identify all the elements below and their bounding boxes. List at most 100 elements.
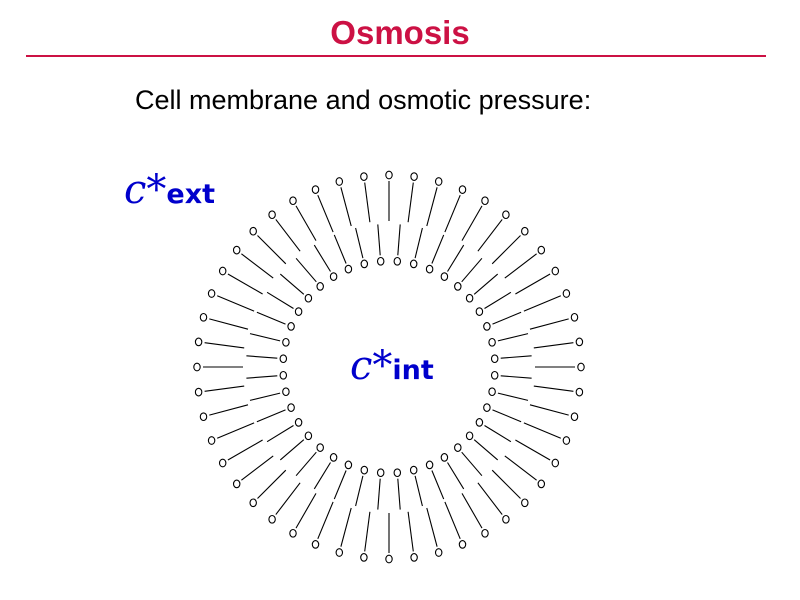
lipid-tail xyxy=(340,187,352,227)
lipid xyxy=(426,177,443,227)
lipid-tail xyxy=(431,234,445,264)
lipid-tail xyxy=(447,462,465,490)
lipid-head xyxy=(575,337,584,347)
lipid xyxy=(490,370,532,380)
lipid-tail xyxy=(529,404,569,416)
external-concentration-symbol: c* xyxy=(124,167,167,213)
lipid xyxy=(289,196,317,241)
lipid-tail xyxy=(426,507,438,547)
lipid xyxy=(333,234,353,274)
lipid-head xyxy=(488,337,496,347)
lipid-head xyxy=(454,443,462,452)
slide-title: Osmosis xyxy=(330,14,470,51)
lipid-head xyxy=(465,431,474,441)
slide-subtitle: Cell membrane and osmotic pressure: xyxy=(135,85,592,115)
lipid xyxy=(440,244,465,281)
lipid-tail xyxy=(317,194,334,233)
lipid-head xyxy=(287,403,295,412)
lipid xyxy=(529,404,579,422)
lipid xyxy=(232,245,274,279)
lipid xyxy=(289,493,317,538)
lipid-tail xyxy=(414,475,423,507)
lipid xyxy=(504,455,546,489)
lipid-tail xyxy=(317,501,334,540)
lipid-head xyxy=(360,172,368,181)
lipid-tail xyxy=(216,422,255,439)
lipid-tail xyxy=(279,439,305,461)
lipid xyxy=(409,227,423,269)
lipid-head xyxy=(249,498,257,508)
lipid xyxy=(475,291,512,316)
lipid xyxy=(194,337,245,349)
lipid-tail xyxy=(241,253,274,279)
lipid-head xyxy=(465,293,474,303)
lipid-tail xyxy=(515,439,551,461)
lipid-tail xyxy=(355,475,364,507)
lipid xyxy=(461,493,489,538)
lipid-head xyxy=(279,354,288,364)
lipid-tail xyxy=(492,311,522,325)
lipid-head xyxy=(329,453,338,462)
lipid-head xyxy=(360,259,369,269)
lipid-head xyxy=(287,322,295,331)
lipid xyxy=(218,266,263,295)
lipid-tail xyxy=(491,235,521,265)
lipid xyxy=(199,404,249,422)
lipid-head xyxy=(575,387,584,397)
lipid-tail xyxy=(295,493,317,529)
lipid xyxy=(333,460,353,500)
lipid-tail xyxy=(204,342,245,349)
lipid xyxy=(313,244,338,281)
lipid-tail xyxy=(295,451,317,477)
lipid xyxy=(199,312,249,330)
lipid-tail xyxy=(313,244,331,272)
lipid xyxy=(490,354,532,364)
lipid-tail xyxy=(275,482,301,515)
lipid-head xyxy=(335,548,344,557)
lipid-tail xyxy=(515,273,551,295)
lipid-tail xyxy=(246,355,278,359)
lipid-tail xyxy=(275,219,301,252)
lipid xyxy=(385,170,393,221)
lipid-tail xyxy=(295,257,317,283)
lipid-tail xyxy=(461,493,483,529)
lipid-tail xyxy=(500,355,532,359)
lipid-tail xyxy=(461,205,483,241)
lipid xyxy=(249,387,290,401)
title-rule xyxy=(26,55,766,57)
lipid-head xyxy=(311,185,320,194)
lipid xyxy=(477,482,510,524)
lipid-head xyxy=(199,312,208,322)
lipid xyxy=(515,266,560,295)
lipid xyxy=(355,227,369,269)
lipid xyxy=(207,422,255,445)
lipid-head xyxy=(454,282,462,291)
lipid-tail xyxy=(492,409,522,423)
lipid-head xyxy=(409,259,418,269)
lipid-head xyxy=(425,460,434,470)
lipid-head xyxy=(562,289,571,298)
lipid-head xyxy=(207,289,216,298)
lipid-tail xyxy=(333,470,347,500)
lipid xyxy=(523,289,571,312)
lipid xyxy=(266,291,303,316)
lipid xyxy=(295,443,324,477)
lipid xyxy=(313,453,338,490)
lipid-tail xyxy=(497,392,529,401)
lipid xyxy=(266,418,303,443)
lipid-tail xyxy=(504,253,537,279)
lipid-head xyxy=(521,226,529,236)
lipid xyxy=(246,354,288,364)
lipid-head xyxy=(425,264,434,274)
lipid xyxy=(488,387,529,401)
lipid-tail xyxy=(340,507,352,547)
lipid xyxy=(407,172,418,223)
lipid xyxy=(426,507,443,557)
lipid-head xyxy=(218,458,227,468)
lipid xyxy=(256,403,295,423)
lipid-head xyxy=(385,554,393,564)
lipid-tail xyxy=(444,194,461,233)
lipid-tail xyxy=(227,273,263,295)
external-concentration-label: c*ext xyxy=(124,170,215,210)
